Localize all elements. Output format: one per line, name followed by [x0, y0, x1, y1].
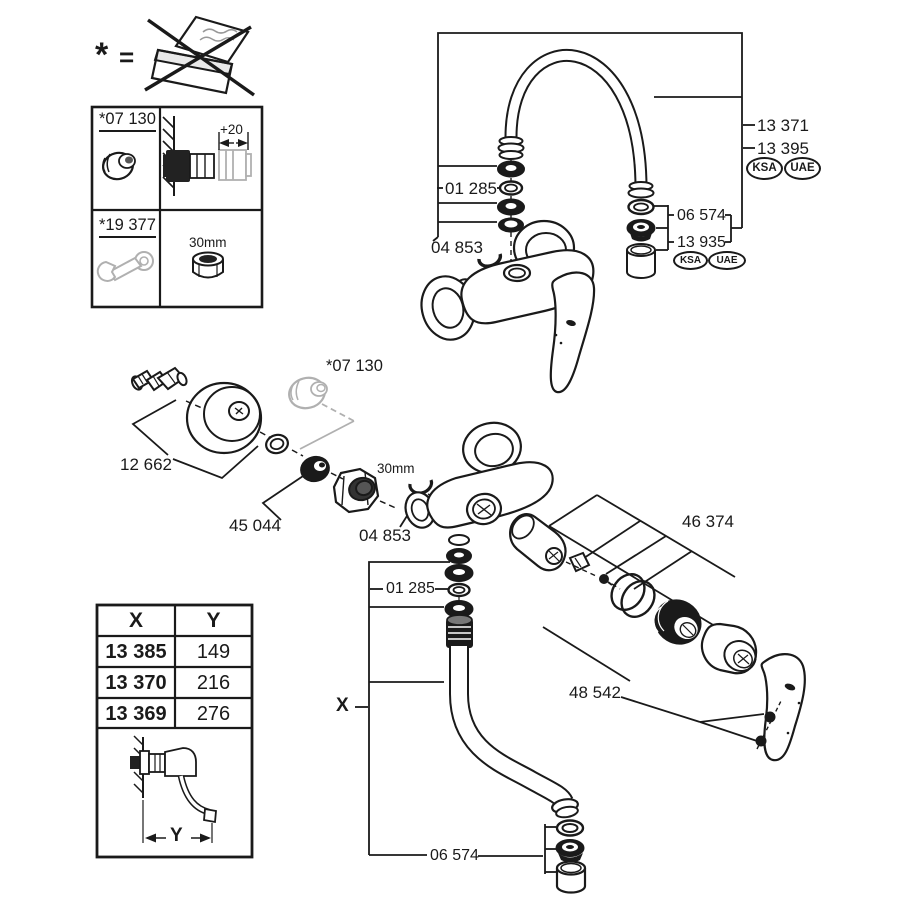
legend-asterisk: * [95, 36, 109, 74]
table-row-y: 276 [196, 703, 231, 725]
lower-spout-group [444, 548, 587, 894]
legend-equals: = [119, 42, 135, 72]
o-ring-large [610, 573, 656, 618]
label-handle-assembly: 48 542 [569, 683, 621, 702]
label-aerator-regional: 13 935 [677, 234, 726, 251]
label-spout-regional: 13 395 [757, 139, 809, 158]
aerator-housing [626, 250, 656, 279]
screw [599, 574, 609, 584]
threaded-ring [653, 599, 702, 645]
table-header-x: X [128, 609, 143, 632]
wall-extension-diagram [162, 116, 252, 196]
label-x-dimension: X [336, 695, 349, 716]
o-ring [498, 180, 524, 196]
label-connection-set: 45 044 [229, 516, 281, 535]
extension-part-icon [102, 151, 136, 181]
label-aerator-top: 06 574 [677, 207, 726, 224]
extension-ghost-part [288, 376, 355, 450]
handle-screws [755, 700, 782, 750]
wall-mount-side-view [130, 735, 217, 843]
cartridge [509, 513, 621, 590]
washer [265, 433, 289, 455]
table-header-y: Y [206, 609, 221, 632]
dome-cap [700, 622, 758, 675]
info-part1-number: *07 130 [99, 110, 156, 133]
label-cartridge-assembly: 46 374 [682, 512, 734, 531]
lever-handle [549, 271, 596, 394]
info-nut-size: 30mm [189, 235, 227, 250]
retaining-clip [408, 479, 434, 495]
label-nut-size-mid: 30mm [377, 461, 415, 476]
no-package-icon [144, 15, 255, 97]
top-assembly-leaders [432, 32, 755, 251]
bottom-port [448, 534, 470, 546]
o-ring [447, 582, 471, 598]
badge-uae-top: UAE [784, 157, 821, 180]
faucet-body-top-view [420, 219, 596, 394]
table-row-x: 13 385 [105, 641, 167, 663]
nut-30mm-icon [192, 251, 224, 279]
dimension-table-grid [95, 603, 254, 859]
label-clip-mid: 04 853 [359, 526, 411, 545]
badge-uae-bottom: UAE [708, 251, 746, 270]
label-extension-mid: *07 130 [326, 357, 383, 375]
spout-port [502, 263, 532, 283]
label-seal-kit-mid: 01 285 [386, 580, 435, 597]
label-union-set: 12 662 [120, 455, 172, 474]
label-aerator-bottom: 06 574 [430, 847, 479, 864]
escutcheon [185, 381, 263, 455]
table-row-x: 13 370 [105, 672, 167, 694]
table-row-y: 216 [196, 672, 231, 694]
o-ring [555, 819, 585, 837]
o-ring [627, 198, 655, 216]
union-nut-30mm [332, 467, 380, 514]
label-y-dimension: Y [170, 825, 183, 846]
info-dimension: +20 [220, 122, 243, 137]
wrench-icon [96, 251, 154, 282]
badge-ksa-bottom: KSA [673, 251, 708, 270]
lever-handle-2 [760, 653, 806, 762]
table-row-x: 13 369 [105, 703, 167, 725]
badge-ksa-top: KSA [746, 157, 783, 180]
info-part2-number: *19 377 [99, 216, 156, 239]
label-spout: 13 371 [757, 116, 809, 135]
dark-seal [300, 455, 330, 483]
label-seal-kit-top: 01 285 [445, 179, 497, 198]
faucet-body-middle-view [404, 421, 554, 546]
label-clip-top: 04 853 [431, 238, 483, 257]
union-nipple [130, 366, 188, 392]
table-row-y: 149 [196, 641, 231, 663]
